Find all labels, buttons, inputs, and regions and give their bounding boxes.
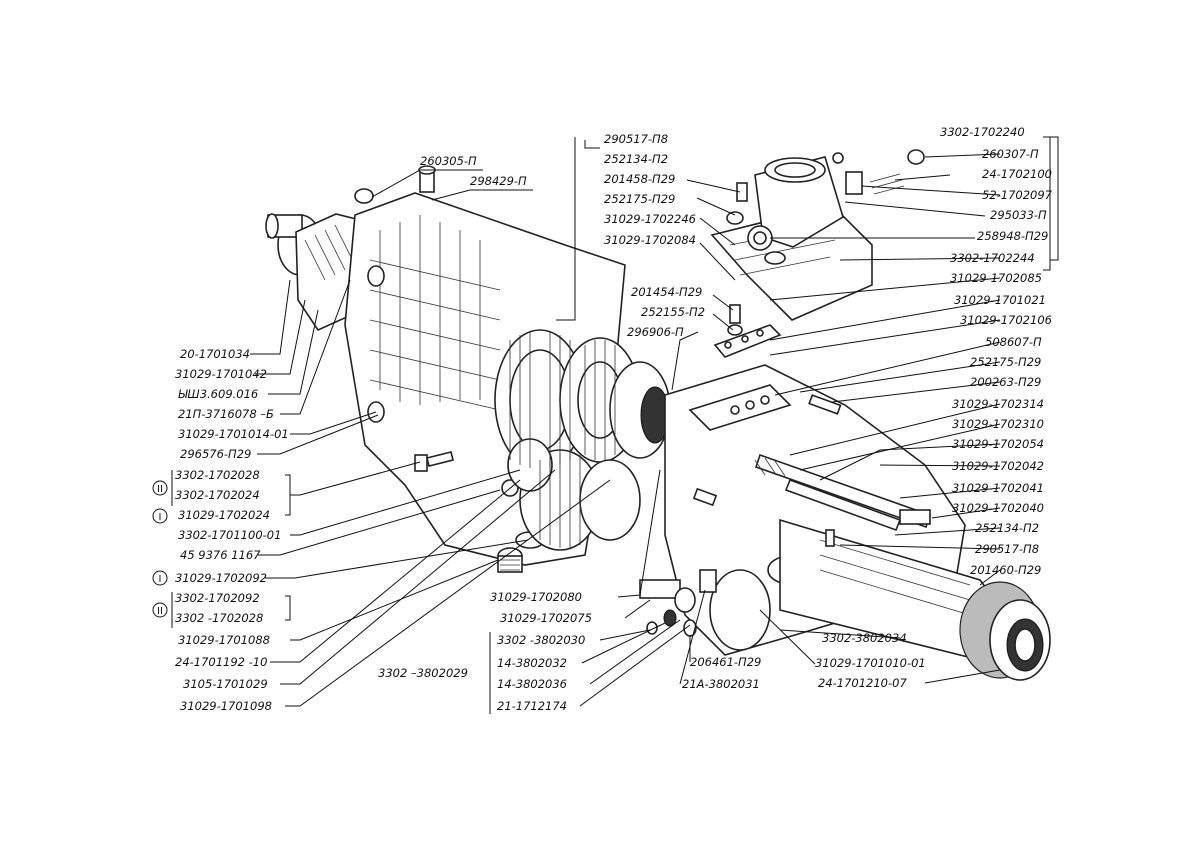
group-marks: II I I II (152, 480, 168, 618)
label-1701010: 31029-1701010-01 (815, 656, 926, 670)
label-201460: 201460-П29 (970, 563, 1041, 577)
speedometer-drive-parts (639, 569, 717, 637)
leader-lines (250, 136, 1059, 707)
label-296906: 296906-П (627, 325, 684, 339)
group-mark-2-a: II (152, 480, 168, 496)
label-1701210: 24-1701210-07 (818, 676, 907, 690)
label-1702106: 31029-1702106 (960, 313, 1052, 327)
label-1702100: 24-1702100 (982, 167, 1052, 181)
label-252175-top: 252175-П29 (604, 192, 675, 206)
label-260305: 260305-П (420, 154, 477, 168)
label-290517-right: 290517-П8 (975, 542, 1039, 556)
svg-text:II: II (157, 606, 163, 617)
label-1701021: 31029-1701021 (954, 293, 1046, 307)
svg-text:I: I (159, 512, 162, 523)
group-mark-2-b: II (152, 602, 168, 618)
label-206461: 206461-П29 (690, 655, 761, 669)
label-1701100: 3302-1701100-01 (178, 528, 281, 542)
label-1701014: 31029-1701014-01 (178, 427, 289, 441)
label-200263: 200263-П29 (970, 375, 1041, 389)
label-252134-right: 252134-П2 (975, 521, 1039, 535)
label-1701042: 31029-1701042 (175, 367, 267, 381)
label-296576: 296576-П29 (180, 447, 251, 461)
label-3802036: 14-3802036 (497, 677, 567, 691)
breather-fitting (354, 165, 436, 204)
shift-rods (754, 453, 932, 532)
label-1701192: 24-1701192 -10 (175, 655, 267, 669)
label-1702314: 31029-1702314 (952, 397, 1044, 411)
label-1712174: 21-1712174 (497, 699, 567, 713)
label-1702075: 31029-1702075 (500, 611, 592, 625)
label-3302-1702092: 3302-1702092 (175, 591, 260, 605)
part-labels: 260305-П 298429-П 290517-П8 252134-П2 20… (175, 125, 1053, 713)
label-ysh3: ЫШ3.609.016 (178, 387, 258, 401)
label-1702084: 31029-1702084 (604, 233, 696, 247)
label-252175-right: 252175-П29 (970, 355, 1041, 369)
gearbox-drawing (265, 149, 1051, 681)
label-3802031: 21А-3802031 (682, 677, 760, 691)
svg-text:I: I (159, 574, 162, 585)
label-1702054: 31029-1702054 (952, 437, 1044, 451)
label-1702246: 31029-1702246 (604, 212, 696, 226)
label-258948: 258948-П29 (977, 229, 1048, 243)
label-1702041: 31029-1702041 (952, 481, 1044, 495)
label-1702042: 31029-1702042 (952, 459, 1044, 473)
label-1702097: 52-1702097 (982, 188, 1053, 202)
label-3716078: 21П-3716078 –Б (178, 407, 274, 421)
label-260307: 260307-П (982, 147, 1039, 161)
label-31029-1702024: 31029-1702024 (178, 508, 270, 522)
label-295033: 295033-П (990, 208, 1047, 222)
output-extension (779, 518, 1051, 681)
label-3105-1701029: 3105-1701029 (183, 677, 268, 691)
label-3802029: 3302 –3802029 (378, 666, 468, 680)
label-1701088: 31029-1701088 (178, 633, 270, 647)
label-201454: 201454-П29 (631, 285, 702, 299)
label-3302-1702028-a: 3302-1702028 (175, 468, 260, 482)
label-1702310: 31029-1702310 (952, 417, 1044, 431)
group-mark-1-b: I (152, 570, 168, 586)
label-290517-top: 290517-П8 (604, 132, 668, 146)
label-1702040: 31029-1702040 (952, 501, 1044, 515)
label-31029-1702092: 31029-1702092 (175, 571, 267, 585)
label-3802030: 3302 -3802030 (497, 633, 585, 647)
group-mark-1-a: I (152, 508, 168, 524)
locking-plate (713, 182, 782, 358)
label-1702080: 31029-1702080 (490, 590, 582, 604)
label-508607: 508607-П (985, 335, 1042, 349)
loose-plugs (414, 394, 842, 573)
label-298429: 298429-П (470, 174, 527, 188)
group-brackets (171, 470, 491, 714)
label-3302-1702024: 3302-1702024 (175, 488, 260, 502)
label-201458: 201458-П29 (604, 172, 675, 186)
label-1702085: 31029-1702085 (950, 271, 1042, 285)
svg-text:II: II (157, 484, 163, 495)
label-1701034: 20-1701034 (180, 347, 250, 361)
label-1702244: 3302-1702244 (950, 251, 1035, 265)
label-1702240: 3302-1702240 (940, 125, 1025, 139)
label-252134-top: 252134-П2 (604, 152, 668, 166)
shift-tower (747, 149, 925, 251)
label-3802034: 3302-3802034 (822, 631, 907, 645)
label-3302-1702028-b: 3302 -1702028 (175, 611, 263, 625)
label-459376: 45 9376 1167 (180, 548, 261, 562)
label-252155: 252155-П2 (641, 305, 705, 319)
label-1701098: 31029-1701098 (180, 699, 272, 713)
label-3802032: 14-3802032 (497, 656, 567, 670)
